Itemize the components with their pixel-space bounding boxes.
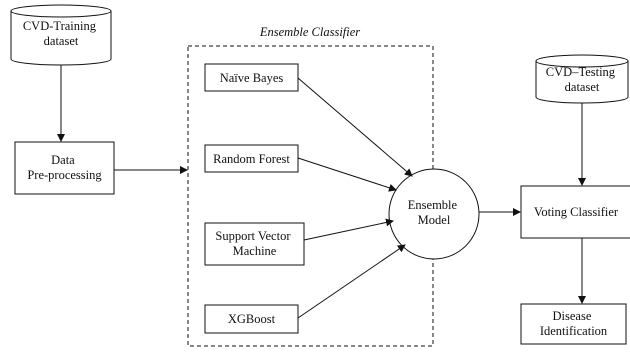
ensemble-model-node: Ensemble Model xyxy=(388,168,480,260)
cvd-testing-cylinder-shape xyxy=(535,54,629,104)
random-forest-label: Random Forest xyxy=(213,152,290,166)
voting-classifier-label: Voting Classifier xyxy=(534,205,619,219)
cvd-training-cylinder-shape xyxy=(10,4,112,66)
cvd-training-dataset-node: CVD-Training dataset xyxy=(10,4,112,66)
cvd-testing-cylinder-rim xyxy=(535,60,629,68)
edge-svm-to-ensemble-model xyxy=(303,218,394,241)
naive-bayes-label: Naïve Bayes xyxy=(220,71,284,85)
svm-box xyxy=(204,222,305,266)
random-forest-node: Random Forest xyxy=(204,144,299,173)
data-preprocessing-label: Data Pre-processing xyxy=(27,153,102,182)
svm-node: Support Vector Machine xyxy=(204,222,305,266)
ensemble-model-circle xyxy=(388,168,480,260)
random-forest-box xyxy=(204,144,299,173)
ensemble-model-label: Ensemble Model xyxy=(408,198,460,227)
cvd-testing-label: CVD–Testing dataset xyxy=(546,65,618,94)
xgboost-box xyxy=(204,304,299,334)
cvd-training-cylinder-rim xyxy=(10,10,112,18)
disease-identification-box xyxy=(520,303,627,345)
edge-random-forest-to-ensemble-model xyxy=(297,157,397,192)
cvd-testing-dataset-node: CVD–Testing dataset xyxy=(535,54,629,104)
naive-bayes-box xyxy=(204,63,299,92)
xgboost-label: XGBoost xyxy=(228,312,276,326)
data-preprocessing-box xyxy=(14,141,115,195)
edge-xgboost-to-ensemble-model xyxy=(297,244,406,319)
voting-classifier-node: Voting Classifier xyxy=(520,185,630,239)
voting-classifier-box xyxy=(520,185,630,239)
ensemble-classifier-title: Ensemble Classifier xyxy=(259,25,360,39)
data-preprocessing-node: Data Pre-processing xyxy=(14,141,115,195)
disease-identification-node: Disease Identification xyxy=(520,303,627,345)
disease-identification-label: Disease Identification xyxy=(540,309,608,338)
edge-naive-bayes-to-ensemble-model xyxy=(297,77,413,177)
svm-label: Support Vector Machine xyxy=(215,229,293,258)
cvd-training-label: CVD-Training dataset xyxy=(23,19,99,48)
naive-bayes-node: Naïve Bayes xyxy=(204,63,299,92)
xgboost-node: XGBoost xyxy=(204,304,299,334)
